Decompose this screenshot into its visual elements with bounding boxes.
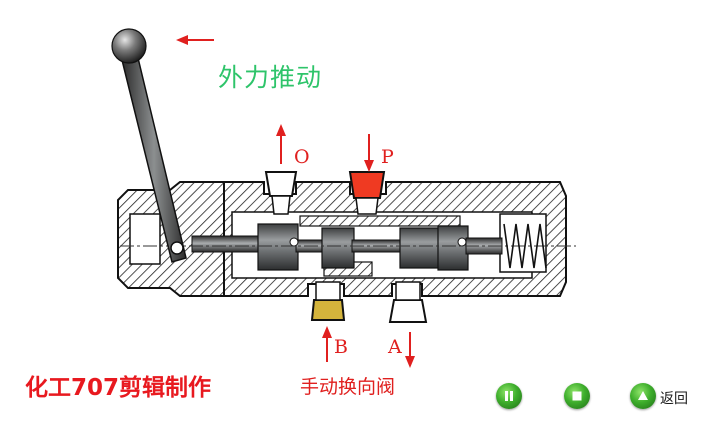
port-a-label: A [388, 336, 402, 358]
pause-icon [496, 383, 522, 409]
pause-button[interactable] [496, 383, 522, 409]
return-spring [503, 223, 547, 269]
stop-button[interactable] [564, 383, 590, 409]
port-o-label: O [294, 146, 310, 168]
valve-title: 手动换向阀 [300, 376, 396, 398]
port-a [388, 281, 428, 323]
arrow-b-up [322, 326, 332, 362]
credit-text: 化工707剪辑制作 [25, 375, 212, 401]
port-o [264, 171, 298, 215]
port-b [310, 281, 346, 321]
back-button[interactable] [630, 383, 656, 409]
external-force-caption: 外力推动 [218, 63, 323, 92]
arrow-o-up [276, 124, 286, 164]
stop-icon [564, 383, 590, 409]
port-b-label: B [334, 336, 348, 358]
port-p [348, 171, 386, 215]
port-p-label: P [381, 146, 394, 168]
arrow-p-down [364, 134, 374, 172]
lever-handle[interactable] [111, 28, 187, 263]
arrow-a-down [405, 332, 415, 368]
force-arrow [176, 35, 214, 45]
play-icon [630, 383, 656, 409]
back-label[interactable]: 返回 [660, 391, 688, 407]
